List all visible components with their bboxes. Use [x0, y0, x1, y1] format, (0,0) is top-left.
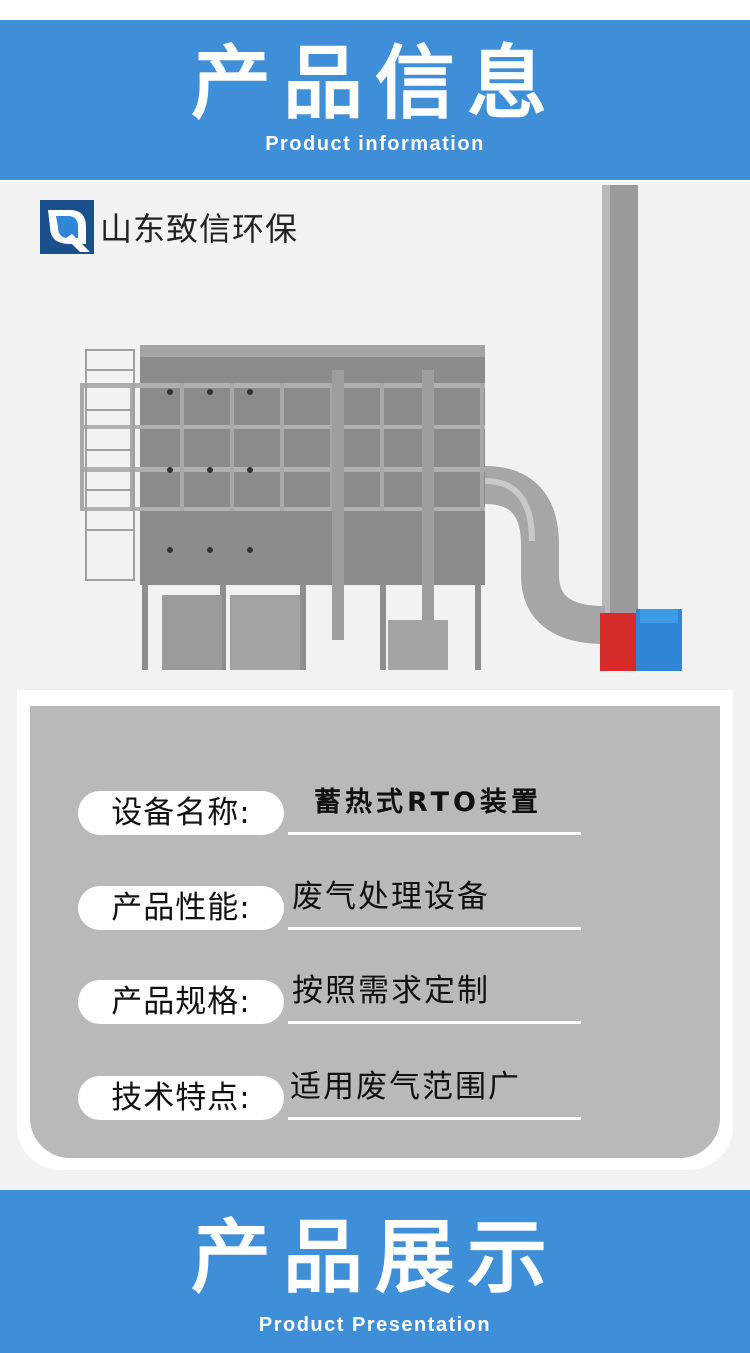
info-label: 产品规格: [78, 980, 284, 1024]
info-value: 按照需求定制 [292, 973, 490, 1009]
company-logo-icon [40, 200, 94, 254]
section-title: 产品信息 [191, 37, 559, 130]
info-row-equipment-name: 设备名称: 蓄热式RTO装置 [78, 775, 583, 835]
value-underline [288, 1117, 581, 1120]
info-row-features: 技术特点: 适用废气范围广 [78, 1060, 583, 1120]
info-row-performance: 产品性能: 废气处理设备 [78, 870, 583, 930]
section-subtitle: Product information [265, 133, 485, 155]
section-subtitle: Product Presentation [258, 1314, 492, 1336]
section-title: 产品展示 [191, 1211, 559, 1304]
info-value: 适用废气范围广 [290, 1069, 521, 1105]
company-logo: 山东致信环保 [40, 200, 298, 254]
value-underline [288, 927, 581, 930]
info-label: 设备名称: [78, 791, 284, 835]
header-banner: 产品信息 Product information [0, 20, 750, 180]
company-name: 山东致信环保 [100, 210, 299, 248]
info-row-specification: 产品规格: 按照需求定制 [78, 964, 583, 1024]
info-label: 产品性能: [78, 886, 284, 930]
info-value: 废气处理设备 [292, 879, 490, 915]
value-underline [288, 1021, 581, 1024]
value-underline [288, 832, 581, 835]
rto-equipment-illustration [80, 185, 682, 671]
info-value: 蓄热式RTO装置 [314, 787, 542, 818]
info-label: 技术特点: [78, 1076, 284, 1120]
footer-banner: 产品展示 Product Presentation [0, 1190, 750, 1353]
